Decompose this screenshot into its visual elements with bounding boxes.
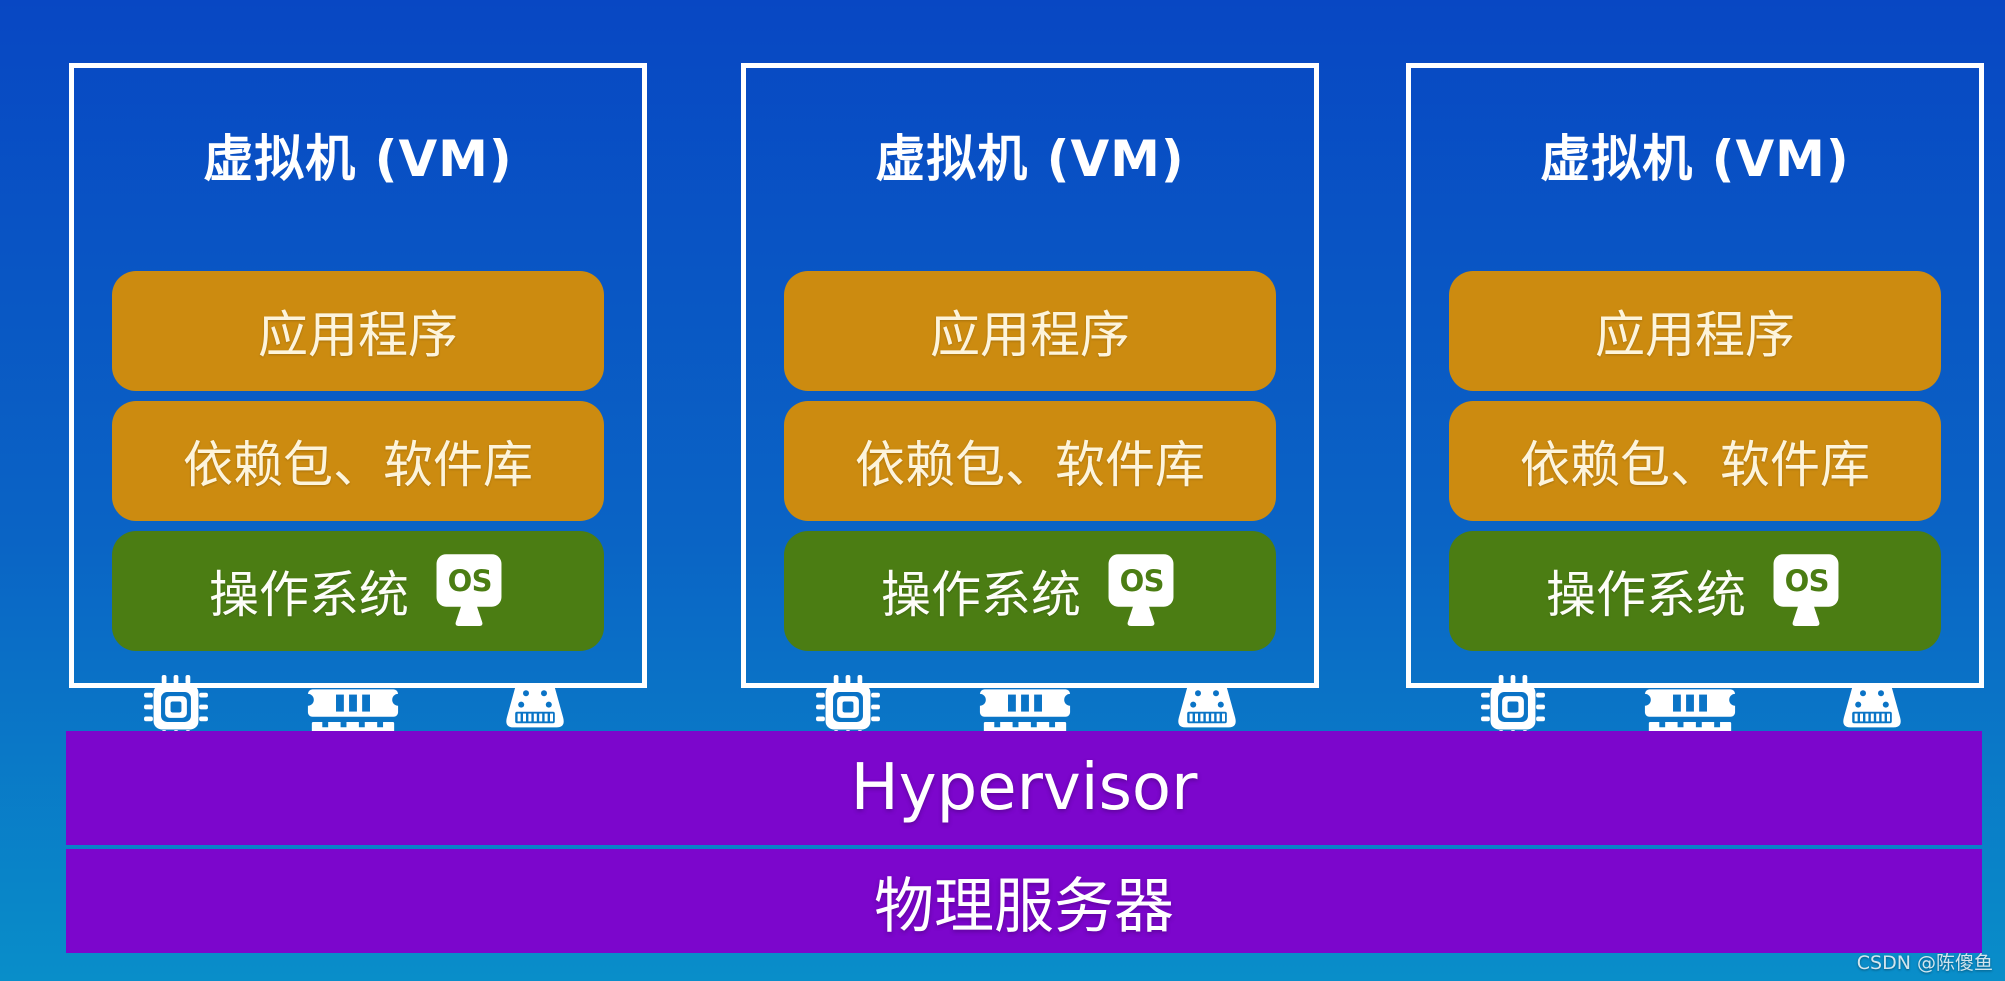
disk-icon <box>1833 677 1911 737</box>
layer-operating-system: 操作系统 <box>112 531 604 651</box>
hardware-icons-row <box>1449 665 1941 749</box>
vm-title: 虚拟机 (VM) <box>203 129 513 188</box>
layer-os-label: 操作系统 <box>209 566 409 624</box>
layer-application: 应用程序 <box>112 271 604 391</box>
os-monitor-icon <box>431 549 507 633</box>
layer-dependencies-label: 依赖包、软件库 <box>855 436 1205 494</box>
layer-application: 应用程序 <box>784 271 1276 391</box>
cpu-icon <box>1479 673 1547 741</box>
layer-application-label: 应用程序 <box>258 306 458 364</box>
hardware-icons-row <box>112 665 604 749</box>
layer-dependencies: 依赖包、软件库 <box>1449 401 1941 521</box>
layer-os-label: 操作系统 <box>1546 566 1746 624</box>
layer-dependencies-label: 依赖包、软件库 <box>183 436 533 494</box>
vm-box-1: 虚拟机 (VM) 应用程序 依赖包、软件库 操作系统 <box>69 63 647 741</box>
cpu-icon <box>814 673 882 741</box>
physical-server-bar: 物理服务器 <box>66 849 1982 953</box>
watermark: CSDN @陈傻鱼 <box>1856 952 1993 974</box>
os-monitor-icon <box>1768 549 1844 633</box>
layer-application-label: 应用程序 <box>930 306 1130 364</box>
layer-dependencies-label: 依赖包、软件库 <box>1520 436 1870 494</box>
layer-operating-system: 操作系统 <box>1449 531 1941 651</box>
cpu-icon <box>142 673 210 741</box>
layer-dependencies: 依赖包、软件库 <box>112 401 604 521</box>
hypervisor-label: Hypervisor <box>850 751 1198 825</box>
vm-box-3: 虚拟机 (VM) 应用程序 依赖包、软件库 操作系统 <box>1406 63 1984 741</box>
layer-application: 应用程序 <box>1449 271 1941 391</box>
ram-icon <box>976 677 1074 737</box>
layer-dependencies: 依赖包、软件库 <box>784 401 1276 521</box>
hardware-icons-row <box>784 665 1276 749</box>
disk-icon <box>496 677 574 737</box>
vm-title: 虚拟机 (VM) <box>875 129 1185 188</box>
ram-icon <box>1641 677 1739 737</box>
layer-operating-system: 操作系统 <box>784 531 1276 651</box>
vm-title: 虚拟机 (VM) <box>1540 129 1850 188</box>
layer-application-label: 应用程序 <box>1595 306 1795 364</box>
layer-os-label: 操作系统 <box>881 566 1081 624</box>
vm-box-2: 虚拟机 (VM) 应用程序 依赖包、软件库 操作系统 <box>741 63 1319 741</box>
os-monitor-icon <box>1103 549 1179 633</box>
hypervisor-bar: Hypervisor <box>66 731 1982 845</box>
disk-icon <box>1168 677 1246 737</box>
physical-server-label: 物理服务器 <box>874 871 1174 942</box>
ram-icon <box>304 677 402 737</box>
